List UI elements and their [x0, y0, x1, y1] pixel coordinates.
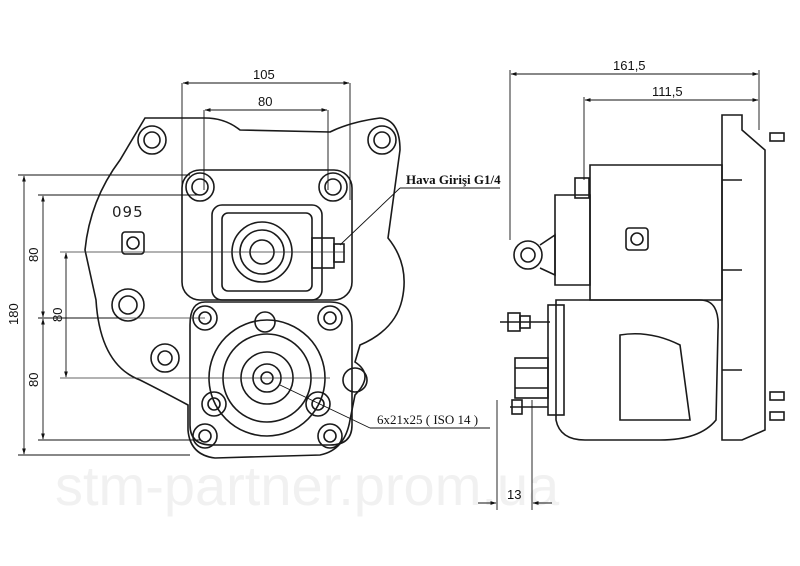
part-number: 095	[112, 203, 144, 221]
dim-left-upper: 80	[26, 248, 41, 262]
side-view	[500, 114, 785, 441]
callout-leaders	[279, 187, 500, 429]
dim-bottom-offset: 13	[507, 487, 521, 502]
side-dimension-lines	[478, 70, 760, 510]
dim-top-outer: 105	[253, 67, 275, 82]
front-centerlines	[60, 251, 345, 379]
dim-left-mid: 80	[50, 308, 65, 322]
dim-left-total: 180	[6, 303, 21, 325]
front-dimension-lines	[18, 81, 351, 456]
dim-side-inner: 111,5	[652, 84, 683, 99]
dim-left-lower: 80	[26, 373, 41, 387]
watermark: stm-partner.prom.ua	[55, 454, 560, 517]
dim-side-total: 161,5	[613, 58, 646, 73]
dim-top-inner: 80	[258, 94, 272, 109]
callout-shaft-spec: 6x21x25 ( ISO 14 )	[377, 412, 478, 427]
callout-air-inlet: Hava Girişi G1/4	[406, 172, 501, 187]
front-view	[84, 117, 405, 459]
